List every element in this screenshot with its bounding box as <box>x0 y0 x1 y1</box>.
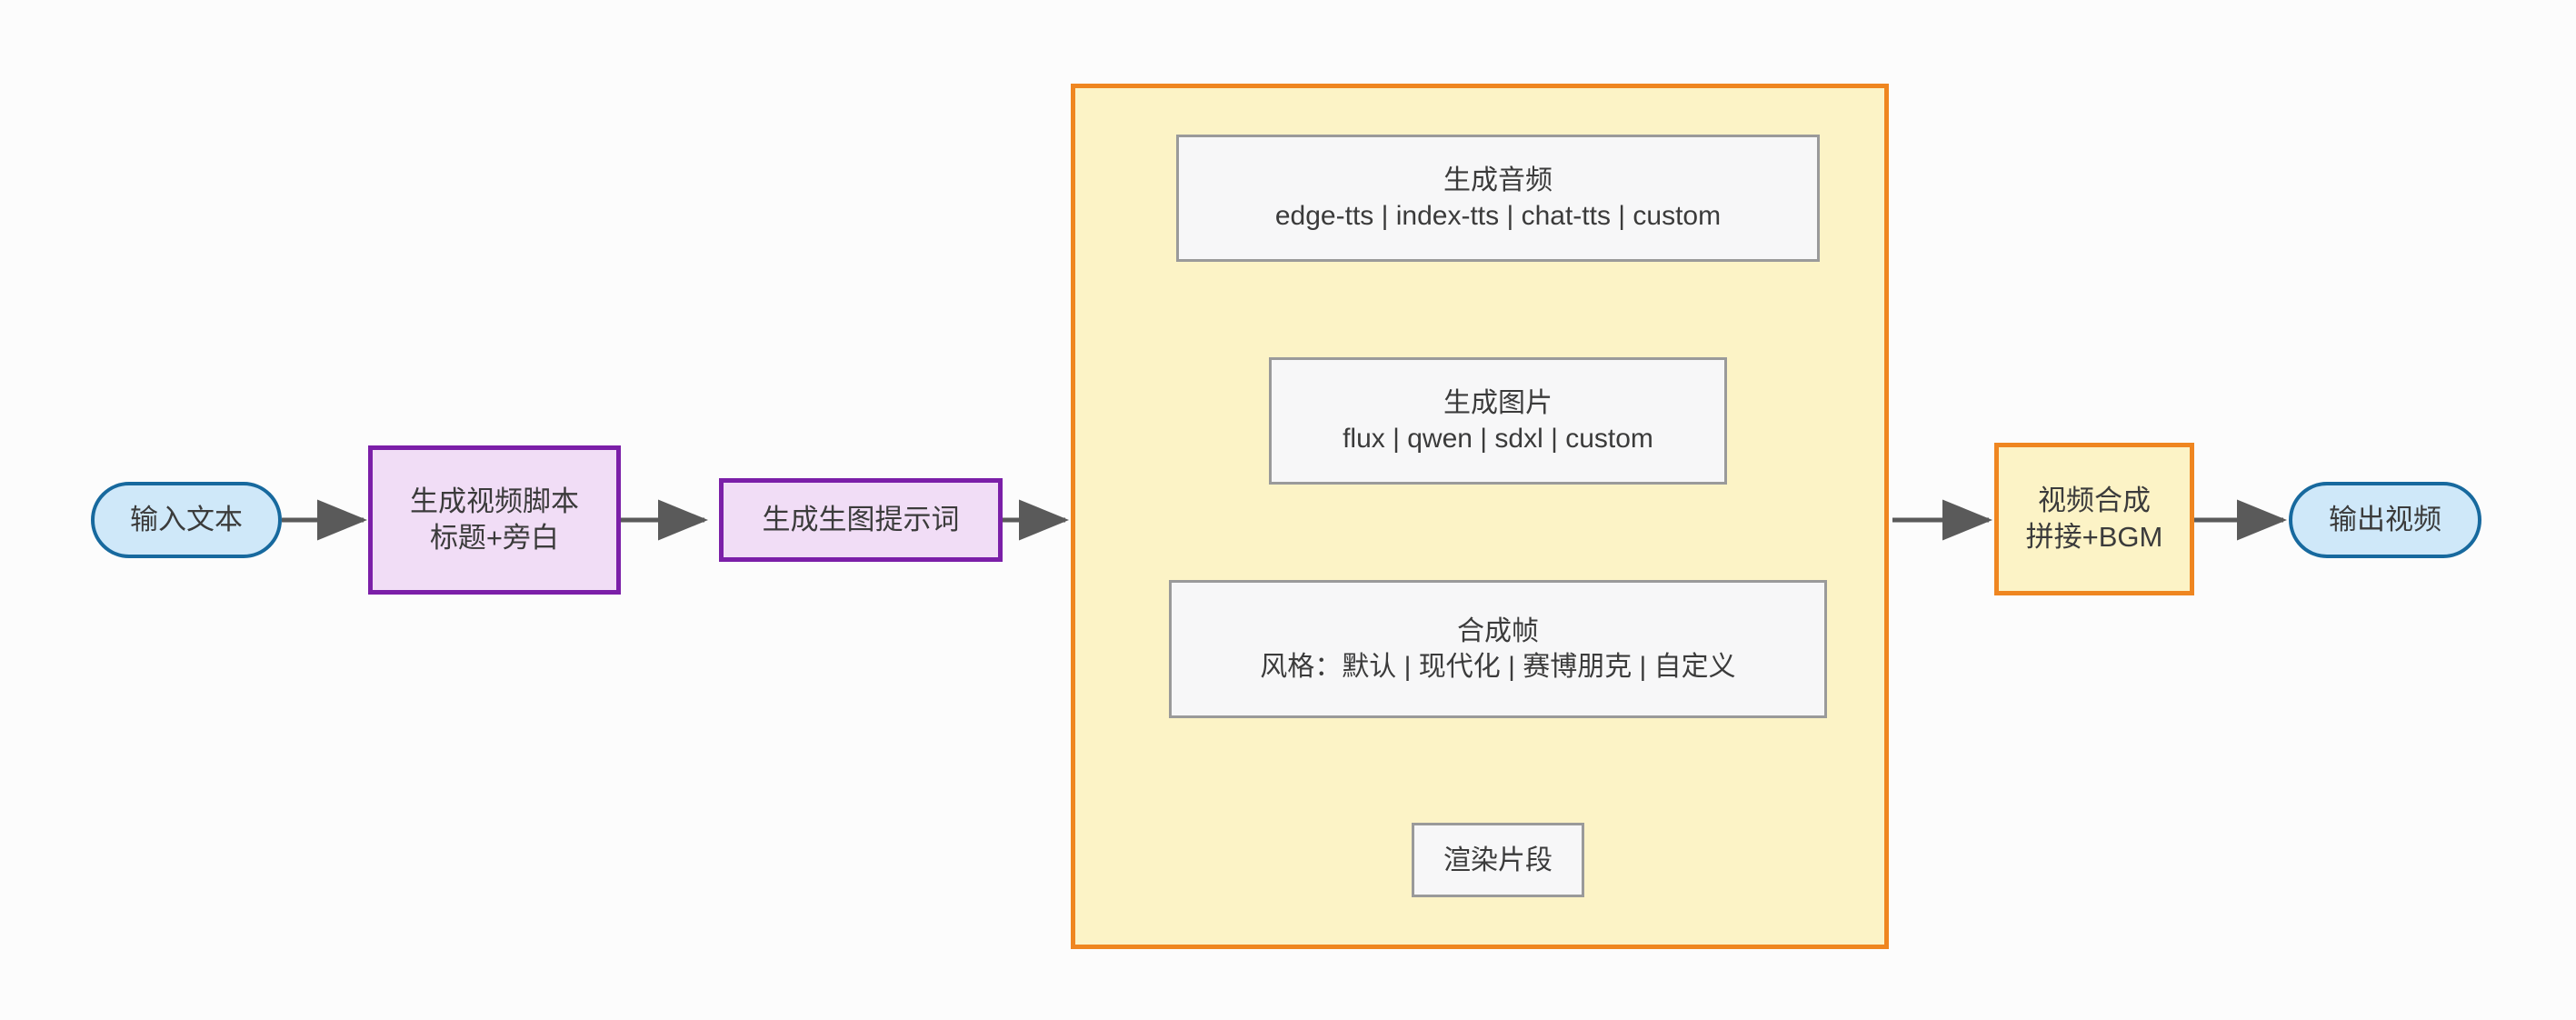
node-video-compose-line1: 视频合成 <box>2038 484 2151 516</box>
node-video-compose[interactable]: 视频合成 拼接+BGM <box>1994 443 2194 595</box>
node-generate-prompt[interactable]: 生成生图提示词 <box>719 478 1003 562</box>
node-generate-audio[interactable]: 生成音频 edge-tts | index-tts | chat-tts | c… <box>1176 135 1820 262</box>
node-input-text-label: 输入文本 <box>130 503 243 535</box>
node-generate-audio-options: edge-tts | index-tts | chat-tts | custom <box>1274 201 1722 231</box>
node-video-compose-line2: 拼接+BGM <box>2025 521 2163 553</box>
node-render-segment[interactable]: 渲染片段 <box>1412 823 1584 897</box>
node-generate-image-options: flux | qwen | sdxl | custom <box>1343 424 1653 454</box>
node-generate-script-line1: 生成视频脚本 <box>410 485 579 517</box>
node-generate-image[interactable]: 生成图片 flux | qwen | sdxl | custom <box>1269 357 1727 485</box>
node-output-video[interactable]: 输出视频 <box>2289 482 2481 558</box>
node-generate-prompt-label: 生成生图提示词 <box>762 503 960 535</box>
node-generate-image-title: 生成图片 <box>1443 388 1553 418</box>
node-render-segment-label: 渲染片段 <box>1443 845 1553 875</box>
node-compose-frame-title: 合成帧 <box>1457 616 1539 646</box>
node-compose-frame-options: 风格：默认 | 现代化 | 赛博朋克 | 自定义 <box>1260 652 1736 682</box>
node-compose-frame[interactable]: 合成帧 风格：默认 | 现代化 | 赛博朋克 | 自定义 <box>1169 580 1827 718</box>
node-output-video-label: 输出视频 <box>2329 503 2441 535</box>
node-input-text[interactable]: 输入文本 <box>91 482 282 558</box>
node-generate-audio-title: 生成音频 <box>1443 165 1553 195</box>
node-generate-script-line2: 标题+旁白 <box>429 522 560 554</box>
node-generate-script[interactable]: 生成视频脚本 标题+旁白 <box>368 445 621 595</box>
